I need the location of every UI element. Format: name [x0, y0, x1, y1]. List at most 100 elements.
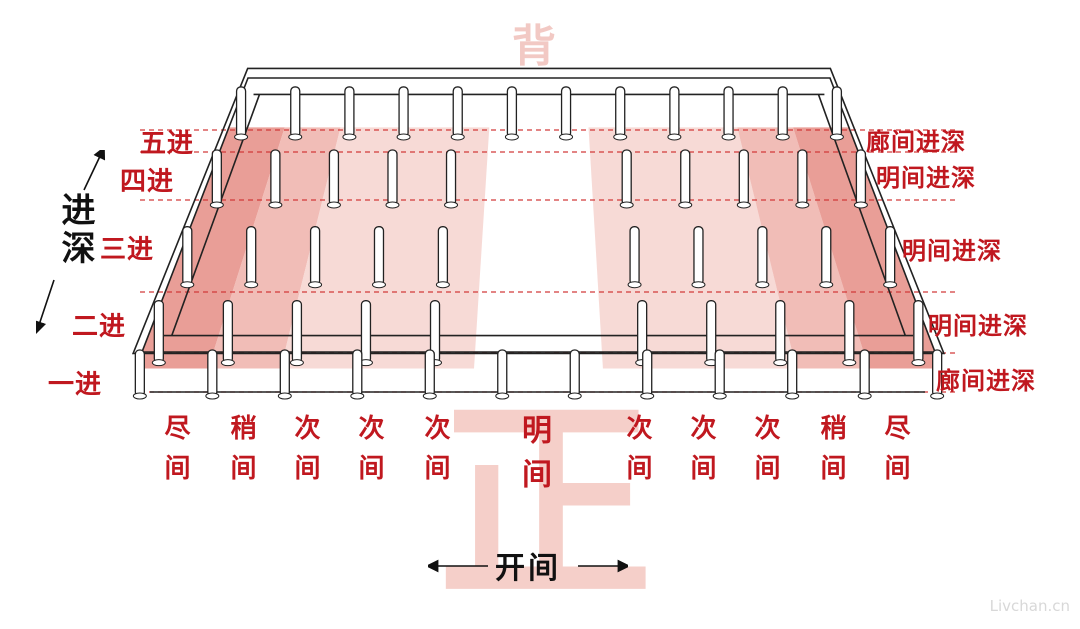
- column: [559, 86, 574, 141]
- column-shaft: [398, 86, 409, 138]
- column-base: [829, 133, 844, 141]
- column-shaft: [222, 300, 234, 364]
- column-shaft: [821, 226, 832, 286]
- row-label-3: 三进: [100, 235, 155, 265]
- column-shaft: [153, 300, 164, 364]
- column-base: [911, 359, 926, 367]
- column-shaft: [506, 86, 518, 138]
- column-shaft: [352, 349, 363, 397]
- column-base: [755, 281, 770, 289]
- bay-label-7: 次间: [622, 414, 652, 494]
- column: [495, 349, 510, 400]
- column-base: [435, 281, 450, 289]
- column: [371, 226, 386, 289]
- column-base: [883, 281, 898, 289]
- column-shaft: [424, 349, 435, 397]
- column-base: [627, 281, 642, 289]
- column-base: [244, 281, 259, 289]
- column: [930, 349, 945, 400]
- column-shaft: [669, 86, 680, 138]
- column-base: [371, 281, 386, 289]
- column: [450, 86, 465, 141]
- column-shaft: [291, 300, 303, 364]
- column: [350, 349, 365, 400]
- column-base: [819, 281, 834, 289]
- column-base: [712, 392, 727, 400]
- column-base: [444, 201, 459, 209]
- column: [244, 226, 259, 289]
- row-label-1: 一进: [48, 370, 103, 400]
- column-base: [857, 392, 872, 400]
- column-base: [180, 281, 195, 289]
- column: [308, 226, 323, 289]
- bay-label-11: 尽间: [880, 414, 910, 494]
- row-label-4: 四进: [120, 167, 175, 197]
- bay-label-10: 稍间: [816, 414, 846, 494]
- column-shaft: [723, 86, 734, 138]
- column: [444, 149, 459, 209]
- column-shaft: [279, 349, 290, 397]
- column: [704, 300, 719, 367]
- depth-arrow: [36, 150, 106, 335]
- column: [773, 300, 788, 367]
- column-shaft: [855, 149, 867, 206]
- bay-label-8: 次间: [686, 414, 716, 494]
- column: [277, 349, 292, 400]
- column-base: [289, 359, 304, 367]
- watermark-text: Livchan.cn: [989, 597, 1070, 615]
- right-label-4: 明间进深: [928, 311, 1028, 340]
- column-shaft: [134, 349, 145, 397]
- column: [422, 349, 437, 400]
- column: [853, 149, 868, 209]
- row-label-2: 二进: [72, 312, 127, 342]
- column-base: [422, 392, 437, 400]
- column-shaft: [211, 149, 222, 206]
- column: [358, 300, 373, 367]
- column-base: [667, 133, 682, 141]
- column-shaft: [497, 349, 508, 397]
- column-base: [613, 133, 628, 141]
- right-label-5: 廊间进深: [936, 366, 1036, 395]
- column-shaft: [182, 226, 193, 286]
- column: [819, 226, 834, 289]
- column-base: [396, 133, 411, 141]
- column-shaft: [738, 149, 749, 206]
- column: [234, 86, 249, 141]
- column-shaft: [235, 86, 247, 138]
- column-base: [205, 392, 220, 400]
- column-shaft: [859, 349, 870, 397]
- column-shaft: [207, 349, 218, 397]
- bay-label-2: 稍间: [226, 414, 256, 494]
- depth-fill-band: [208, 127, 341, 369]
- column: [435, 226, 450, 289]
- column-shaft: [706, 300, 717, 364]
- column-shaft: [885, 226, 896, 286]
- column-base: [853, 201, 868, 209]
- column: [795, 149, 810, 209]
- column-shaft: [714, 349, 725, 397]
- bay-label-3: 次间: [290, 414, 320, 494]
- depth-fill-bands: [135, 127, 942, 369]
- column-base: [678, 201, 693, 209]
- depth-axis-label: 进深: [55, 192, 95, 268]
- column: [721, 86, 736, 141]
- column-base: [619, 201, 634, 209]
- column-base: [308, 281, 323, 289]
- column-shaft: [797, 149, 808, 206]
- column: [288, 86, 303, 141]
- column-shaft: [360, 300, 372, 364]
- column-base: [495, 392, 510, 400]
- column: [220, 300, 235, 367]
- bays-axis-label: 开间: [495, 551, 561, 586]
- column-shaft: [757, 226, 768, 286]
- column-base: [930, 392, 945, 400]
- column-shaft: [629, 226, 640, 286]
- column: [627, 226, 642, 289]
- column-base: [268, 201, 283, 209]
- column-base: [151, 359, 166, 367]
- column: [678, 149, 693, 209]
- column-shaft: [246, 226, 257, 286]
- column: [289, 300, 304, 367]
- column: [268, 149, 283, 209]
